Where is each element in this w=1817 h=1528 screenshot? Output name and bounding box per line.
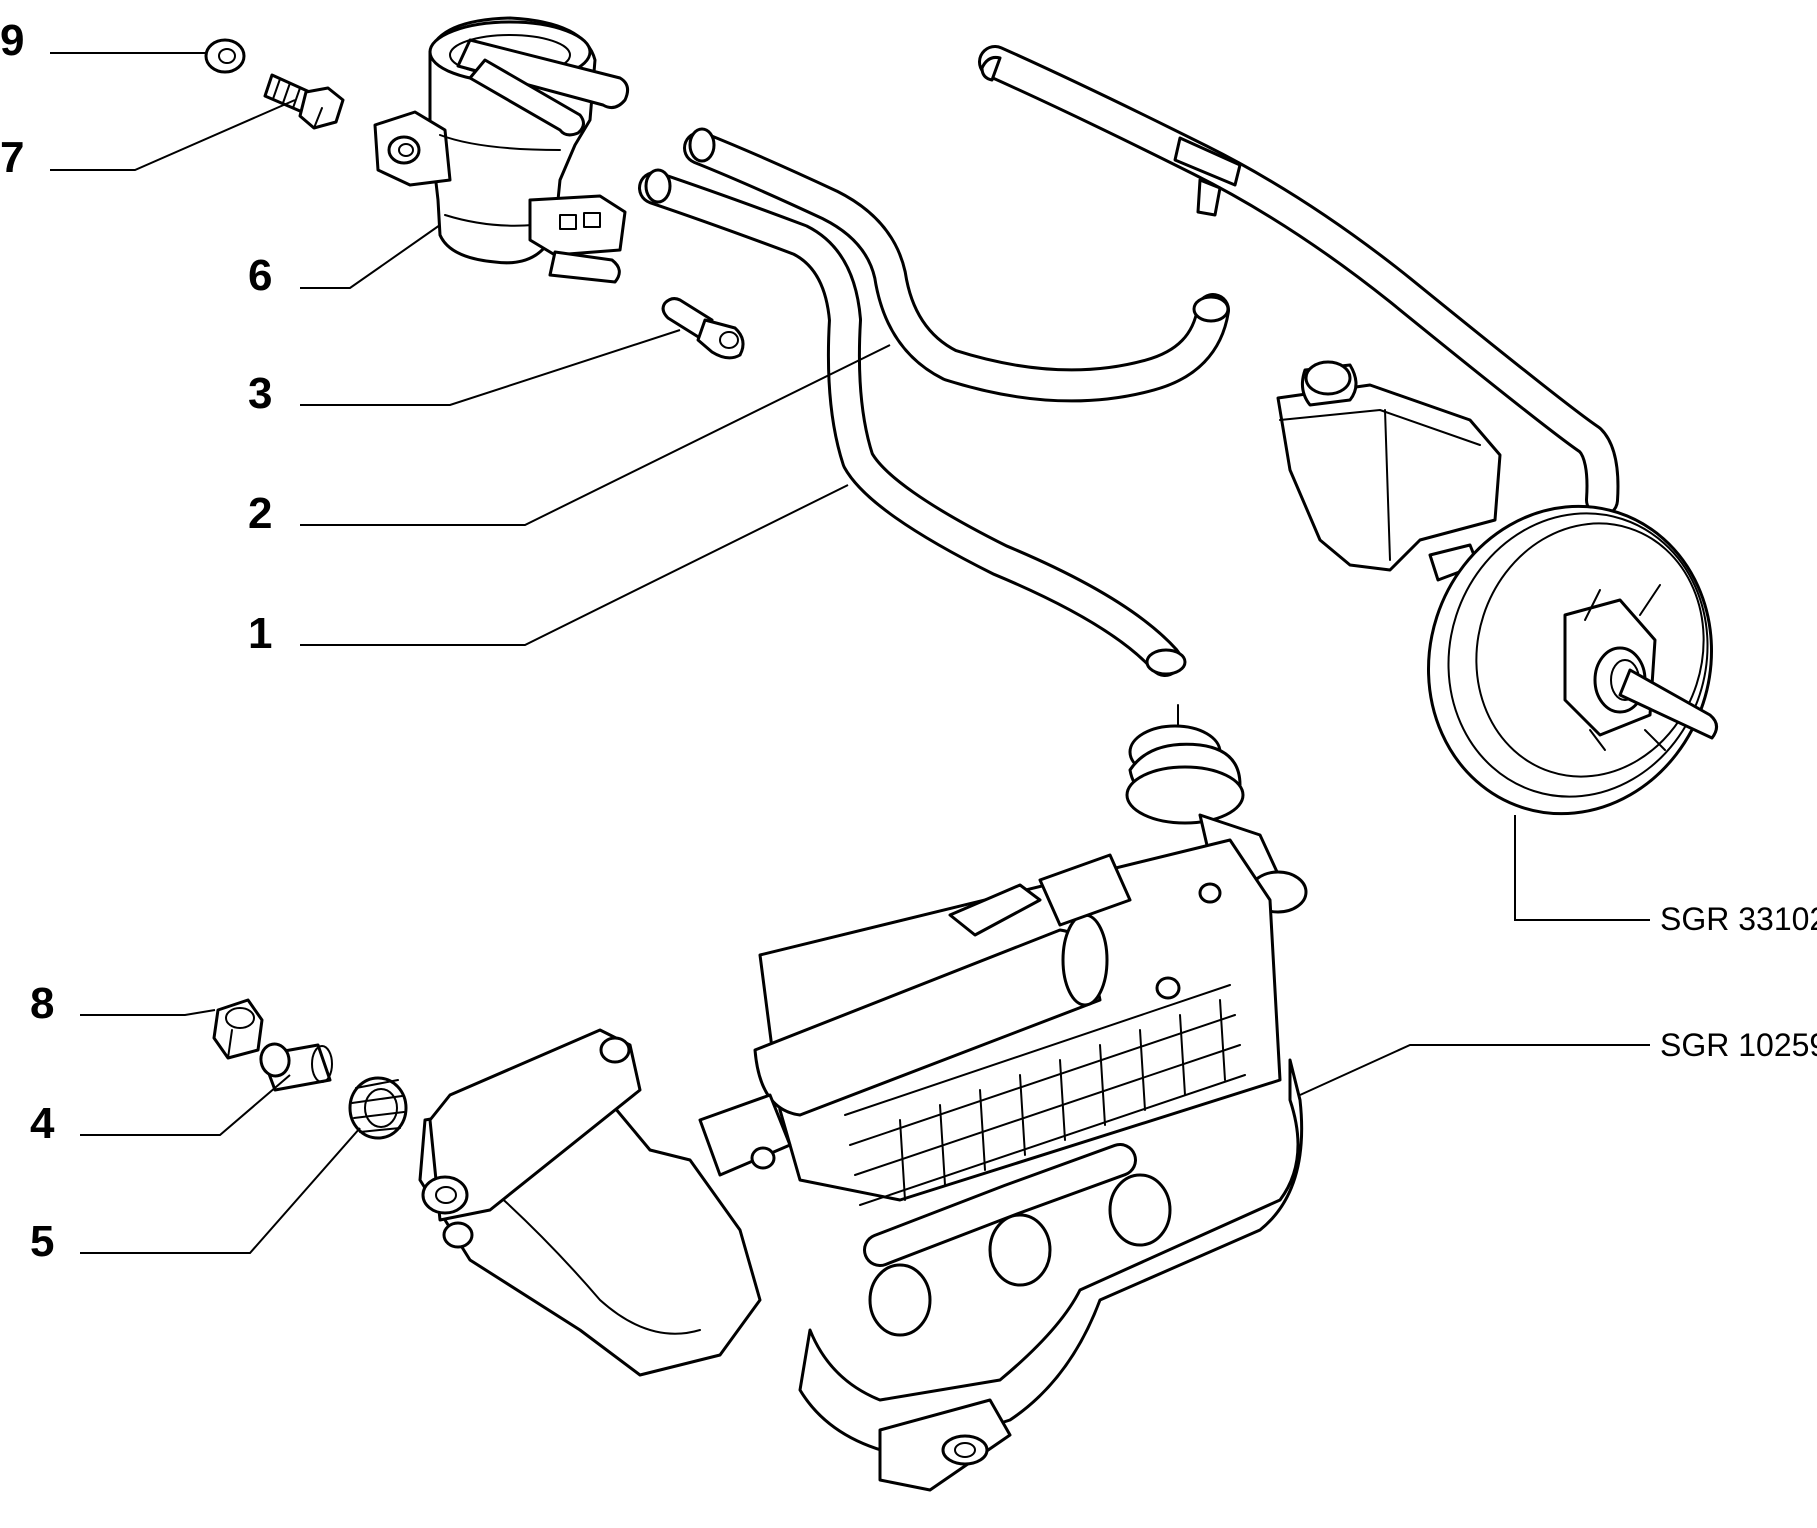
intake-manifold (418, 838, 1304, 1492)
vacuum-pipe (978, 45, 1620, 517)
label-sgr-10259: SGR 10259 (1660, 1027, 1817, 1063)
leader-lines (50, 52, 1650, 1254)
part-5-grommet (348, 1076, 408, 1140)
leader-3 (300, 329, 681, 406)
brake-fluid-reservoir (1276, 360, 1502, 582)
part-labels: 9 7 6 3 2 1 8 4 5 (0, 16, 272, 1266)
part-4-sleeve (259, 1042, 333, 1092)
label-sgr-33102: SGR 33102 (1660, 901, 1817, 937)
cooler-ribs (844, 984, 1246, 1206)
leader-1 (300, 484, 849, 646)
leader-4 (80, 1074, 291, 1136)
leader-2 (300, 344, 891, 526)
part-2-hose (683, 127, 1230, 403)
reference-labels: SGR 33102 SGR 10259 (1660, 901, 1817, 1063)
leader-sgr-10259 (1299, 1044, 1650, 1096)
part-6-solenoid-valve (373, 16, 630, 284)
part-8-nut (212, 998, 264, 1060)
leader-6 (300, 224, 441, 289)
label-part-3: 3 (248, 369, 272, 418)
part-9-washer (204, 38, 246, 74)
brake-booster (1426, 504, 1718, 816)
leader-sgr-33102 (1514, 815, 1650, 921)
part-1-hose (638, 168, 1187, 677)
label-part-1: 1 (248, 609, 272, 658)
leader-8 (80, 1009, 216, 1016)
part-7-bolt (263, 73, 345, 130)
leader-7 (50, 99, 296, 171)
label-part-7: 7 (0, 133, 24, 182)
label-part-5: 5 (30, 1217, 54, 1266)
label-part-4: 4 (30, 1099, 55, 1148)
part-3-screw (661, 297, 745, 360)
leader-5 (80, 1127, 361, 1254)
label-part-9: 9 (0, 16, 24, 65)
label-part-2: 2 (248, 489, 272, 538)
label-part-8: 8 (30, 979, 54, 1028)
label-part-6: 6 (248, 251, 272, 300)
